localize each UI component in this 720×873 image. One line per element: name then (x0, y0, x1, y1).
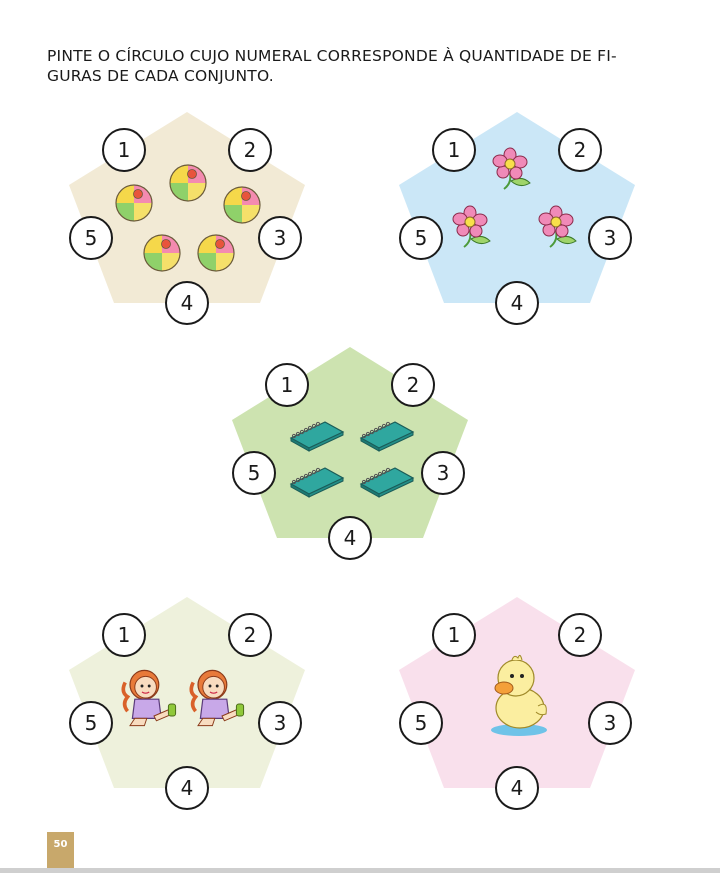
set-dolls: 1 2 3 4 5 (62, 590, 342, 830)
number-circle-3[interactable]: 3 (421, 451, 465, 495)
number-circle-1[interactable]: 1 (102, 613, 146, 657)
number-circle-1[interactable]: 1 (432, 128, 476, 172)
number-circle-5[interactable]: 5 (69, 216, 113, 260)
notebook-icon (355, 462, 415, 498)
flower-icon (450, 205, 496, 251)
set-flowers: 1 2 3 4 5 (392, 105, 672, 345)
ball-icon (168, 163, 208, 203)
number-circle-2[interactable]: 2 (228, 128, 272, 172)
number-circle-1[interactable]: 1 (265, 363, 309, 407)
number-circle-4[interactable]: 4 (165, 281, 209, 325)
doll-icon (186, 668, 246, 728)
number-circle-2[interactable]: 2 (228, 613, 272, 657)
set-notebooks: 1 2 3 4 5 (225, 340, 505, 580)
ball-icon (222, 185, 262, 225)
instruction-line-2: GURAS DE CADA CONJUNTO. (47, 67, 274, 85)
number-circle-5[interactable]: 5 (399, 216, 443, 260)
notebook-icon (355, 416, 415, 452)
number-circle-3[interactable]: 3 (588, 216, 632, 260)
set-balls: 1 2 3 4 5 (62, 105, 342, 345)
number-circle-1[interactable]: 1 (102, 128, 146, 172)
notebook-icon (285, 416, 345, 452)
flower-icon (536, 205, 582, 251)
number-circle-5[interactable]: 5 (69, 701, 113, 745)
number-circle-3[interactable]: 3 (258, 216, 302, 260)
ball-icon (196, 233, 236, 273)
number-circle-5[interactable]: 5 (399, 701, 443, 745)
number-circle-3[interactable]: 3 (588, 701, 632, 745)
set-duck: 1 2 3 4 5 (392, 590, 672, 830)
instruction-text: PINTE O CÍRCULO CUJO NUMERAL CORRESPONDE… (47, 46, 687, 86)
number-circle-4[interactable]: 4 (495, 281, 539, 325)
flower-icon (490, 147, 536, 193)
notebook-icon (285, 462, 345, 498)
number-circle-2[interactable]: 2 (558, 128, 602, 172)
instruction-line-1: PINTE O CÍRCULO CUJO NUMERAL CORRESPONDE… (47, 47, 617, 65)
number-circle-4[interactable]: 4 (165, 766, 209, 810)
doll-icon (118, 668, 178, 728)
number-circle-1[interactable]: 1 (432, 613, 476, 657)
number-circle-2[interactable]: 2 (391, 363, 435, 407)
number-circle-4[interactable]: 4 (495, 766, 539, 810)
page-number: 50 (47, 832, 74, 870)
duck-icon (484, 650, 554, 740)
bottom-divider (0, 868, 720, 873)
number-circle-5[interactable]: 5 (232, 451, 276, 495)
ball-icon (114, 183, 154, 223)
ball-icon (142, 233, 182, 273)
number-circle-2[interactable]: 2 (558, 613, 602, 657)
number-circle-3[interactable]: 3 (258, 701, 302, 745)
number-circle-4[interactable]: 4 (328, 516, 372, 560)
